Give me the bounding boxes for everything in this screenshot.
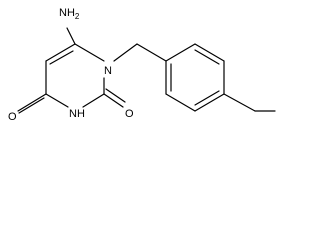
bond-c6-nh2 bbox=[66, 27, 76, 45]
amine-label-sub: 2 bbox=[75, 12, 80, 21]
bond-c4-o bbox=[17, 93, 47, 112]
carbonyl-left-label: O bbox=[8, 111, 17, 123]
uracil-ring bbox=[17, 27, 126, 114]
bond-c2-o bbox=[103, 93, 124, 108]
bond-ring-b-c bbox=[165, 93, 196, 112]
bond-n3-c2 bbox=[82, 93, 105, 108]
bond-methyl bbox=[223, 93, 256, 112]
amine-label: NH2 bbox=[59, 7, 80, 21]
molecule-structure: NH2 N NH O O bbox=[8, 7, 276, 123]
bond-c6-n1 bbox=[74, 43, 105, 62]
bond-ring-c-d bbox=[194, 93, 225, 112]
bond-ring-e-f-inner bbox=[194, 49, 220, 65]
imide-nh-label: NH bbox=[69, 108, 85, 120]
carbonyl-right-label: O bbox=[125, 108, 134, 120]
bond-c6-c5 bbox=[45, 43, 76, 62]
bond-ch2-ring bbox=[136, 43, 167, 62]
bond-ring-f-a bbox=[165, 43, 196, 62]
benzyl-group bbox=[113, 43, 276, 112]
bond-c4-o-inner bbox=[18, 97, 45, 114]
bond-ring-e-f bbox=[194, 43, 225, 62]
bond-n1-ch2 bbox=[113, 43, 138, 62]
amine-label-main: NH bbox=[59, 7, 75, 19]
bond-c4-n3 bbox=[45, 93, 69, 108]
bond-ring-c-d-inner bbox=[194, 90, 220, 106]
bond-c6-c5-inner bbox=[49, 50, 74, 65]
ring-nitrogen-label: N bbox=[104, 65, 112, 77]
bond-c2-o-inner bbox=[105, 88, 126, 103]
